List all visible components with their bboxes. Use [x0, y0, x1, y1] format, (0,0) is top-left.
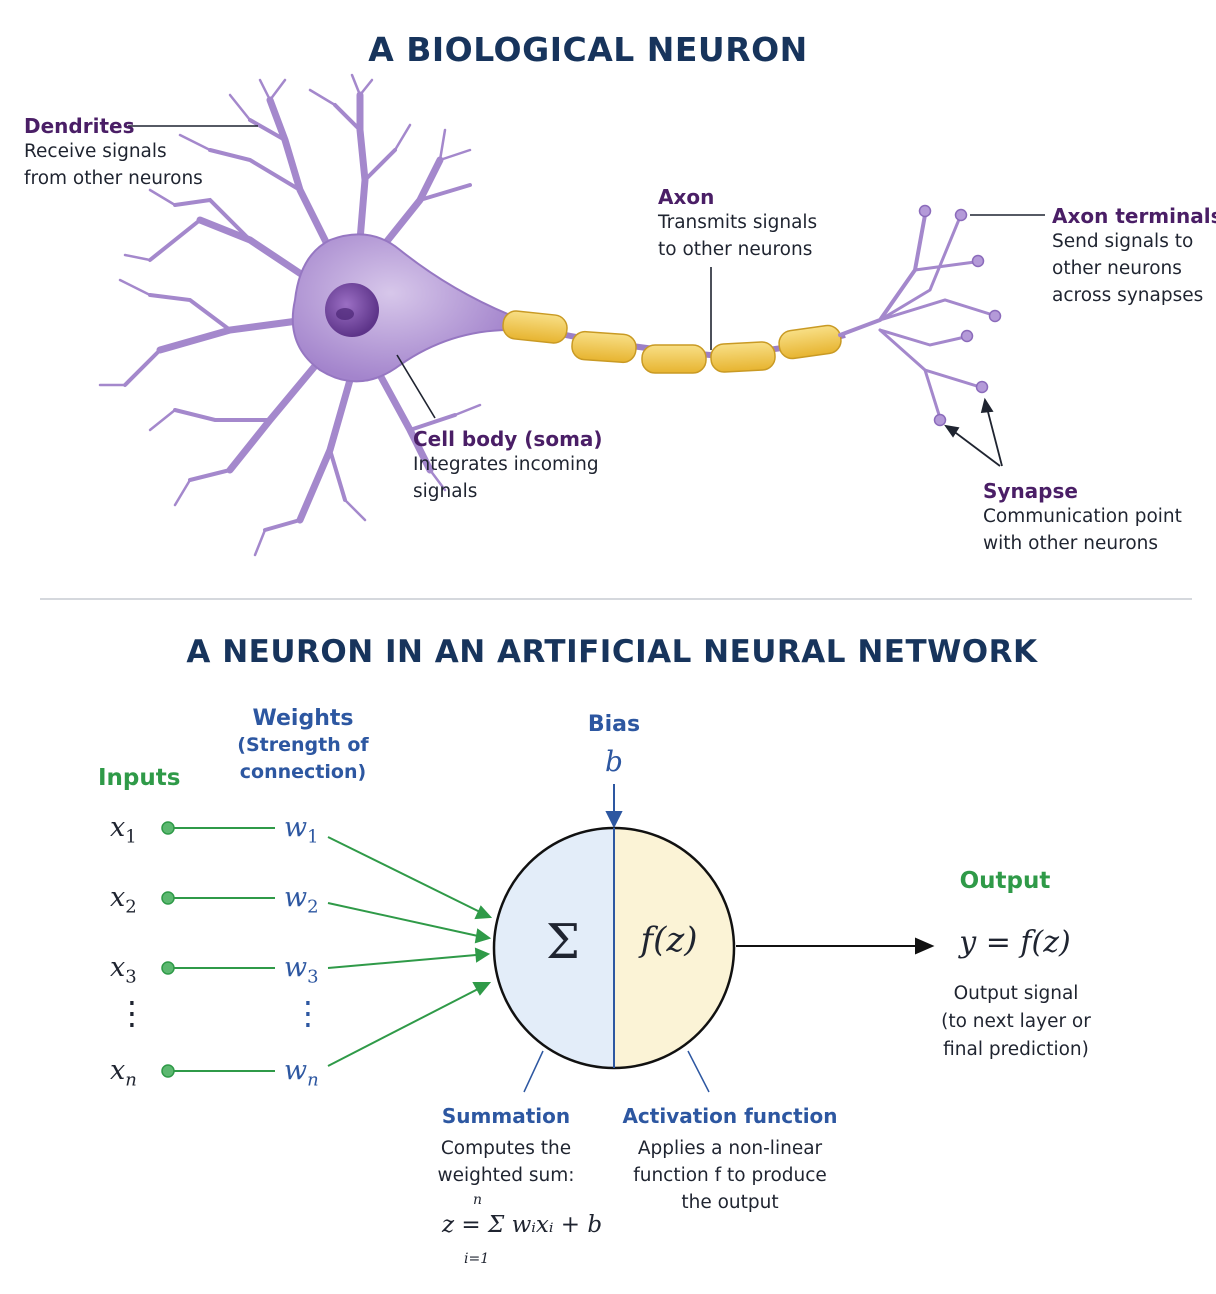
cell-body-title: Cell body (soma)	[413, 427, 603, 451]
output-formula: y = f(z)	[959, 925, 1071, 960]
input-x1: x1	[110, 812, 137, 848]
input-xn: xn	[110, 1055, 137, 1091]
axon-terminals-line-3: across synapses	[1052, 285, 1204, 306]
summation-line-2: weighted sum:	[437, 1165, 575, 1186]
input-node-n	[161, 1064, 175, 1078]
axon-title: Axon	[658, 185, 715, 209]
input-ellipsis: ⋮	[116, 994, 148, 1032]
activation-callout: Activation function Applies a non-linear…	[622, 1104, 838, 1216]
summation-line-1: Computes the	[440, 1138, 572, 1159]
activation-line-2: function f to produce	[633, 1165, 827, 1186]
axon-terminals-callout: Axon terminals Send signals to other neu…	[1052, 204, 1216, 309]
weight-w3: w3	[284, 952, 319, 988]
bio-title: A BIOLOGICAL NEURON	[368, 30, 808, 69]
axon-terminal-branches	[838, 213, 995, 420]
axon-callout: Axon Transmits signals to other neurons	[658, 185, 817, 263]
synapse-title: Synapse	[983, 479, 1078, 503]
activation-symbol: f(z)	[640, 920, 698, 960]
input-node-2	[161, 891, 175, 905]
dendrites-title: Dendrites	[24, 114, 135, 138]
input-node-3	[161, 961, 175, 975]
weight-w2: w2	[284, 882, 319, 918]
weight-ellipsis: ⋮	[292, 994, 324, 1032]
weight-w1: w1	[284, 812, 319, 848]
output-line-3: final prediction)	[943, 1039, 1089, 1060]
input-x2: x2	[110, 882, 137, 918]
output-label: Output	[959, 868, 1051, 894]
neuron-node	[492, 826, 736, 1070]
axon-terminals-line-2: other neurons	[1052, 258, 1182, 279]
ann-title: A NEURON IN AN ARTIFICIAL NEURAL NETWORK	[186, 634, 1038, 670]
bias-label: Bias	[587, 712, 641, 737]
input-node-1	[161, 821, 175, 835]
output-line-2: (to next layer or	[941, 1011, 1091, 1032]
summation-lower-limit: i=1	[464, 1251, 490, 1267]
summation-callout: Summation Computes the weighted sum:	[420, 1104, 592, 1189]
myelin-sheaths	[502, 310, 842, 374]
cell-body-callout: Cell body (soma) Integrates incoming sig…	[413, 427, 603, 505]
axon-terminals-title: Axon terminals	[1052, 204, 1216, 228]
inputs-label: Inputs	[98, 765, 181, 791]
dendrites-callout: Dendrites Receive signals from other neu…	[24, 114, 203, 192]
activation-title: Activation function	[622, 1104, 838, 1128]
cell-body-line-2: signals	[413, 481, 478, 502]
synapse-arrows	[944, 397, 1003, 467]
weights-title: Weights	[252, 706, 354, 731]
weights-line-2: connection)	[239, 761, 367, 783]
weights-line-1: (Strength of	[237, 734, 369, 756]
dendrites-line-1: Receive signals	[24, 141, 167, 162]
neuron-illustration	[98, 73, 1045, 557]
node-callout-lines	[523, 1050, 710, 1093]
activation-line-1: Applies a non-linear	[637, 1138, 823, 1159]
nucleus	[325, 283, 379, 337]
ann-diagram	[161, 784, 935, 1093]
summation-formula: z = Σ wᵢxᵢ + b n i=1	[412, 1192, 612, 1272]
bias-symbol: b	[605, 745, 623, 778]
weight-wn: wn	[284, 1055, 319, 1091]
output-description: Output signal (to next layer or final pr…	[925, 980, 1107, 1064]
dendrites-line-2: from other neurons	[24, 168, 203, 189]
output-arrow	[736, 937, 935, 955]
summation-title: Summation	[441, 1104, 571, 1128]
cell-body-line-1: Integrates incoming	[413, 454, 599, 475]
summation-formula-text: z = Σ wᵢxᵢ + b	[442, 1212, 603, 1238]
weight-arrows	[327, 836, 493, 1067]
input-connections	[161, 821, 275, 1078]
synapse-line-1: Communication point	[983, 506, 1182, 527]
activation-line-3: the output	[681, 1192, 779, 1213]
terminal-buttons	[918, 204, 1002, 427]
activation-half	[614, 828, 734, 1068]
output-line-1: Output signal	[953, 983, 1079, 1004]
summation-half	[494, 828, 614, 1068]
leader-lines	[128, 125, 1045, 419]
sum-symbol: Σ	[546, 914, 580, 970]
section-divider	[40, 598, 1192, 600]
axon-line-1: Transmits signals	[658, 212, 818, 233]
axon-terminals-line-1: Send signals to	[1052, 231, 1194, 252]
dendrites	[98, 73, 482, 557]
cell-body	[291, 233, 511, 383]
summation-upper-limit: n	[473, 1192, 483, 1208]
input-x3: x3	[110, 952, 137, 988]
weights-label: Weights (Strength of connection)	[232, 706, 374, 785]
axon-line-2: to other neurons	[658, 239, 813, 260]
bias-arrow	[605, 784, 623, 829]
synapse-line-2: with other neurons	[983, 533, 1159, 554]
synapse-callout: Synapse Communication point with other n…	[983, 479, 1182, 557]
